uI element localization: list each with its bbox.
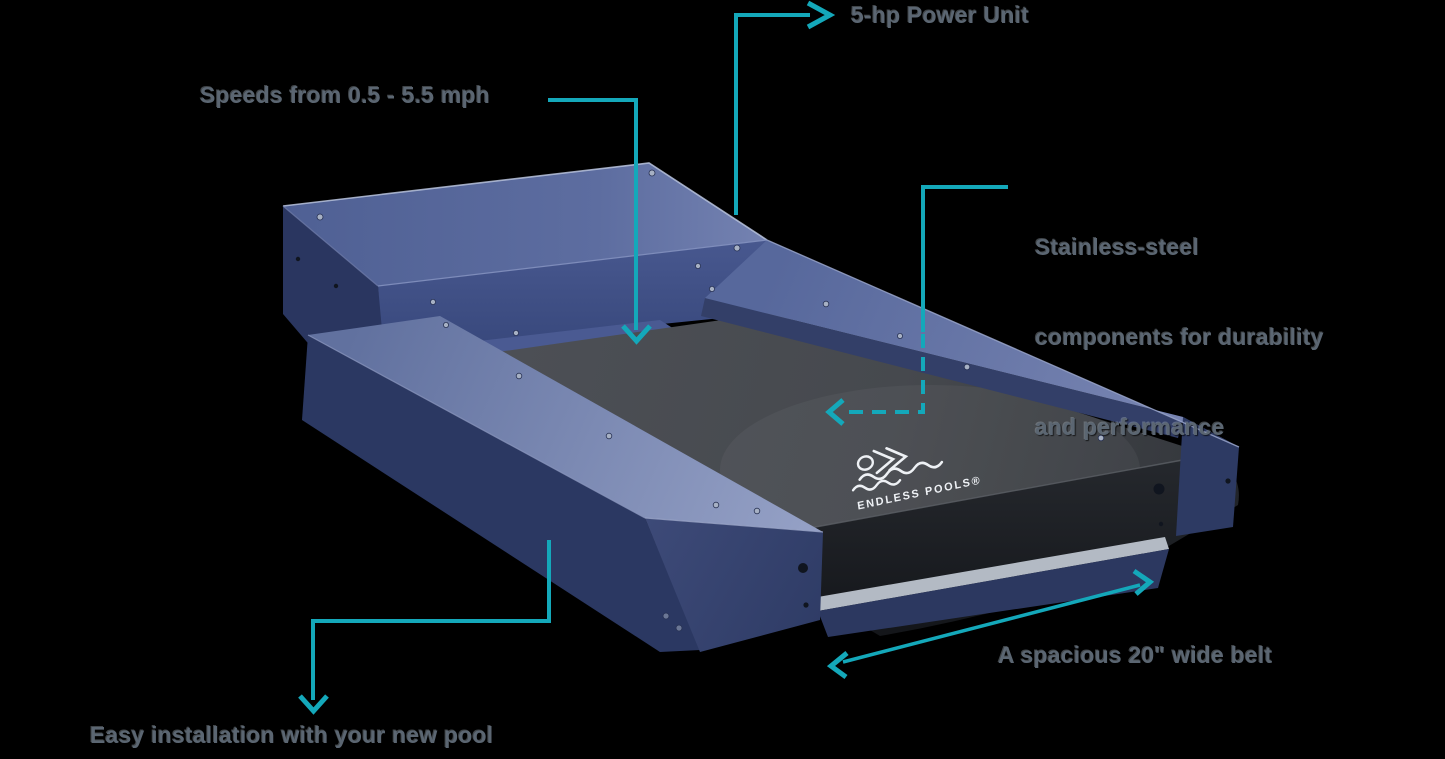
power-unit-callout-line — [734, 0, 836, 215]
label-power-unit: 5-hp Power Unit — [851, 2, 1030, 28]
label-stainless: Stainless-steel components for durabilit… — [1035, 172, 1324, 502]
label-speeds: Speeds from 0.5 - 5.5 mph — [200, 82, 491, 108]
base-rail — [818, 549, 1169, 637]
down-arrow-icon — [621, 324, 652, 345]
left-rail-top — [308, 316, 823, 532]
swimmer-waves-icon — [851, 447, 944, 492]
down-arrow-icon — [298, 694, 329, 715]
stainless-trim-strip — [812, 537, 1169, 611]
left-rail-end-cap — [645, 518, 823, 652]
arrow-tip-left-icon — [826, 651, 849, 680]
power-unit-front-panel — [378, 240, 771, 352]
screws — [316, 169, 1105, 632]
left-rail-front-face — [302, 335, 700, 652]
power-unit-top-panel — [283, 163, 767, 286]
right-arrow-icon — [806, 0, 836, 30]
label-stainless-line1: Stainless-steel — [1035, 234, 1200, 260]
right-rail-end-cap — [1176, 417, 1239, 536]
label-stainless-line3: and performance — [1035, 414, 1225, 440]
right-rail-top — [705, 240, 1239, 447]
speeds-callout-line — [548, 98, 652, 345]
belt-width-arrow — [826, 568, 1155, 680]
callout-lines — [298, 0, 1155, 715]
stainless-callout-line — [825, 185, 1008, 426]
right-rail-inner-face — [701, 298, 1183, 438]
arrow-tip-right-icon — [1132, 568, 1155, 596]
label-belt-width: A spacious 20" wide belt — [998, 642, 1273, 668]
label-stainless-line2: components for durability — [1035, 324, 1324, 350]
treadmill-machine: ENDLESS POOLS® — [282, 162, 1240, 652]
bolt-holes — [295, 256, 1231, 608]
left-arrow-icon — [825, 398, 845, 426]
installation-callout-line — [298, 540, 551, 715]
label-installation: Easy installation with your new pool — [90, 722, 494, 748]
